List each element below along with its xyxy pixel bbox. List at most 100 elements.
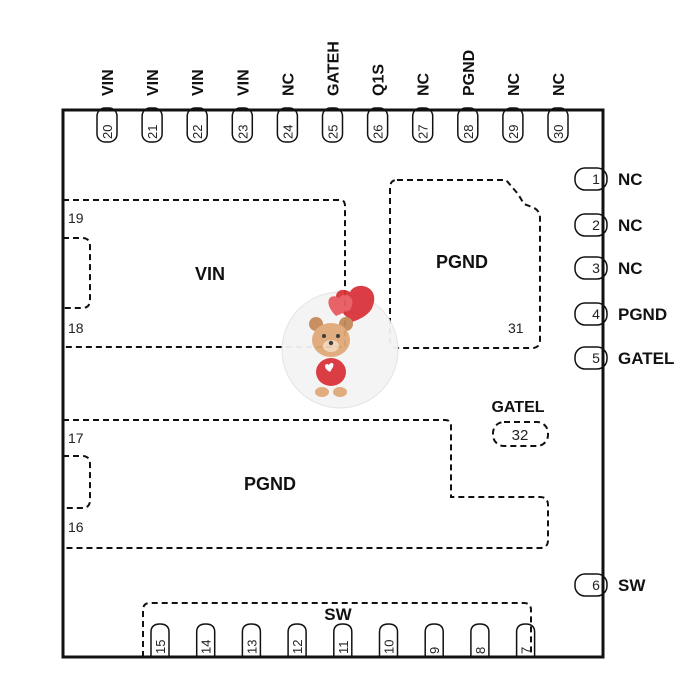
top-pin-name: Q1S — [371, 64, 388, 96]
top-pin-number: 23 — [235, 125, 250, 139]
bottom-pin-pad — [241, 623, 262, 657]
bottom-pin-number: 7 — [519, 647, 534, 654]
top-pin-23: VIN 23 — [231, 69, 254, 143]
right-pin-number: 3 — [592, 260, 600, 276]
bottom-pin-number: 14 — [199, 640, 214, 654]
sw-pad-label: SW — [324, 605, 352, 624]
top-pin-number: 26 — [371, 125, 386, 139]
right-pin-name: NC — [618, 170, 643, 189]
top-pin-name: VIN — [190, 69, 207, 96]
bottom-pin-9: 9 — [424, 623, 444, 657]
bottom-pin-number: 10 — [382, 640, 397, 654]
right-pin-number: 2 — [592, 217, 600, 233]
bottom-pin-pad — [515, 623, 536, 657]
bottom-pin-pad — [287, 623, 307, 657]
top-pin-number: 28 — [461, 125, 476, 139]
top-pin-name: NC — [280, 72, 297, 96]
right-pin-4: 4 PGND — [574, 302, 667, 326]
sw-pad: SW — [142, 602, 532, 657]
top-pin-number: 22 — [190, 125, 205, 139]
package-outline — [61, 108, 605, 659]
bottom-pin-12: 12 — [287, 623, 307, 657]
right-pin-pad — [574, 573, 608, 597]
right-pin-number: 4 — [592, 306, 600, 322]
top-pin-name: PGND — [461, 50, 478, 96]
bottom-pin-pad — [378, 623, 399, 657]
right-pin-name: NC — [618, 259, 643, 278]
bottom-pin-pad — [470, 623, 490, 657]
right-pin-number: 6 — [592, 577, 600, 593]
top-pin-29: NC 29 — [502, 72, 524, 143]
right-pin-number: 1 — [592, 171, 600, 187]
right-pin-2: 2 NC — [574, 213, 643, 237]
top-pin-pad — [276, 107, 299, 143]
top-pin-number: 21 — [145, 125, 160, 139]
top-pin-pad — [366, 107, 389, 143]
pgnd-main-pad-pin-17: 17 — [68, 430, 84, 446]
top-pin-number: 30 — [551, 125, 566, 139]
bottom-pin-pad — [150, 623, 170, 657]
pgnd-top-pad: PGND 31 — [389, 179, 541, 349]
bottom-pin-number: 13 — [244, 640, 259, 654]
top-pin-24: NC 24 — [276, 72, 299, 143]
bottom-pin-15: 15 — [150, 623, 170, 657]
vin-pad-pin-18: 18 — [68, 320, 84, 336]
bottom-pin-number: 11 — [336, 641, 351, 655]
teddy-bear-heart-balloon-icon — [281, 285, 399, 409]
bottom-pin-13: 13 — [241, 623, 262, 657]
top-pin-name: VIN — [145, 69, 162, 96]
top-pin-number: 20 — [100, 125, 115, 139]
bottom-pin-7: 7 — [515, 623, 536, 657]
top-pin-22: VIN 22 — [186, 69, 208, 143]
top-pin-name: VIN — [235, 69, 252, 96]
bottom-pin-10: 10 — [378, 623, 399, 657]
right-pin-name: SW — [618, 576, 646, 595]
right-pin-name: PGND — [618, 305, 667, 324]
top-pin-pad — [96, 107, 118, 143]
top-pin-pad — [231, 107, 254, 143]
right-pin-6: 6 SW — [574, 573, 646, 597]
bottom-pin-11: 11 — [333, 623, 353, 657]
right-pin-name: NC — [618, 216, 643, 235]
top-pin-25: GATEH 25 — [321, 41, 344, 143]
bottom-pin-pad — [424, 623, 444, 657]
bottom-pin-number: 12 — [290, 640, 305, 654]
top-pin-26: Q1S 26 — [366, 64, 389, 143]
top-pin-30: NC 30 — [547, 72, 569, 143]
top-pin-name: GATEH — [326, 41, 343, 96]
top-pin-number: 29 — [506, 125, 521, 139]
pgnd-top-pad-pin-31: 31 — [508, 320, 524, 336]
right-pin-pad — [574, 256, 608, 280]
top-pin-name: NC — [551, 72, 568, 96]
gatel-pad-pin-32: 32 — [512, 427, 529, 444]
top-pin-pad — [411, 107, 434, 143]
top-pin-name: NC — [506, 72, 523, 96]
right-pin-pad — [574, 167, 608, 191]
right-pin-pad — [574, 213, 608, 237]
bottom-pin-number: 9 — [427, 647, 442, 654]
bottom-pin-number: 8 — [473, 647, 488, 654]
gatel-pad-label: GATEL — [491, 399, 544, 416]
top-pin-name: NC — [416, 72, 433, 96]
right-pin-number: 5 — [592, 350, 600, 366]
right-pin-pad — [574, 302, 608, 326]
top-pin-number: 25 — [326, 125, 341, 139]
pgnd-main-pad-pin-16: 16 — [68, 519, 84, 535]
bottom-pin-row: 15 14 13 12 11 10 9 8 7 — [150, 623, 536, 657]
top-pin-name: VIN — [100, 69, 117, 96]
pgnd-main-pad-label: PGND — [244, 474, 296, 494]
top-pin-20: VIN 20 — [96, 69, 118, 143]
bottom-pin-number: 15 — [153, 640, 168, 654]
top-pin-pad — [321, 107, 344, 143]
top-pin-pad — [502, 107, 524, 143]
right-pin-pad — [574, 346, 608, 370]
bottom-pin-pad — [333, 623, 353, 657]
gatel-pad: GATEL 32 — [491, 399, 549, 447]
bottom-pin-14: 14 — [195, 623, 216, 657]
top-pin-pad — [547, 107, 569, 143]
vin-pad: VIN 19 18 — [63, 199, 346, 348]
top-pin-row: VIN 20 VIN 21 VIN 22 VIN 23 NC 24 GATEH 25 Q1S 26 NC27… — [96, 41, 569, 143]
top-pin-number: 24 — [280, 125, 295, 139]
